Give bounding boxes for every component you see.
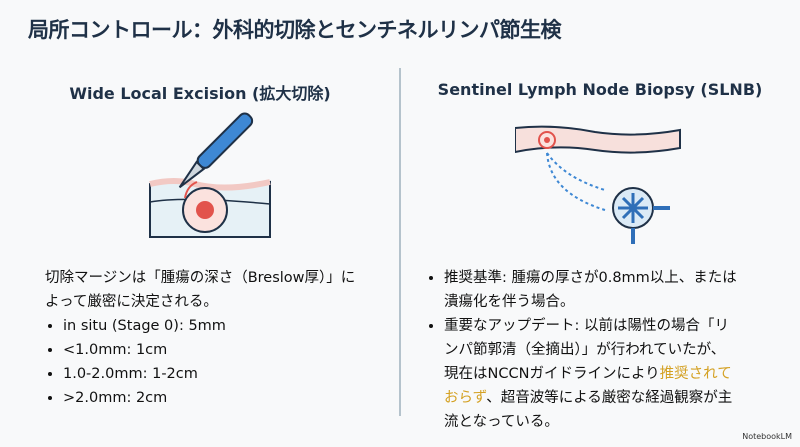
column-divider [399, 68, 401, 416]
excision-illustration [149, 112, 271, 238]
update-text: 重要なアップデート: 以前は陽性の場合「リンパ節郭清（全摘出）」が行われていたが… [444, 318, 729, 382]
page-title: 局所コントロール：外科的切除とセンチネルリンパ節生検 [28, 18, 562, 42]
left-content: 切除マージンは「腫瘍の深さ（Breslow厚）」によって厳密に決定される。 in… [45, 266, 365, 410]
notebooklm-logo: NotebookLM [742, 432, 792, 441]
list-item: >2.0mm: 2cm [63, 386, 365, 410]
lymph-node-illustration [515, 125, 681, 244]
right-content: 推奨基準: 腫瘍の厚さが0.8mm以上、または潰瘍化を伴う場合。 重要なアップデ… [428, 266, 738, 434]
list-item: <1.0mm: 1cm [63, 338, 365, 362]
highlight-text: 推奨されておらず [444, 366, 732, 406]
list-item: in situ (Stage 0): 5mm [63, 314, 365, 338]
slnb-list: 推奨基準: 腫瘍の厚さが0.8mm以上、または潰瘍化を伴う場合。 重要なアップデ… [428, 266, 738, 434]
list-item: 推奨基準: 腫瘍の厚さが0.8mm以上、または潰瘍化を伴う場合。 [444, 266, 738, 314]
margin-list: in situ (Stage 0): 5mm <1.0mm: 1cm 1.0-2… [45, 314, 365, 410]
list-item: 1.0-2.0mm: 1-2cm [63, 362, 365, 386]
right-heading: Sentinel Lymph Node Biopsy (SLNB) [437, 80, 763, 99]
margin-intro: 切除マージンは「腫瘍の深さ（Breslow厚）」によって厳密に決定される。 [45, 270, 356, 310]
update-text-end: 、超音波等による厳密な経過観察が主流となっている。 [444, 390, 733, 430]
left-heading: Wide Local Excision (拡大切除) [69, 84, 331, 103]
list-item: 重要なアップデート: 以前は陽性の場合「リンパ節郭清（全摘出）」が行われていたが… [444, 314, 738, 434]
